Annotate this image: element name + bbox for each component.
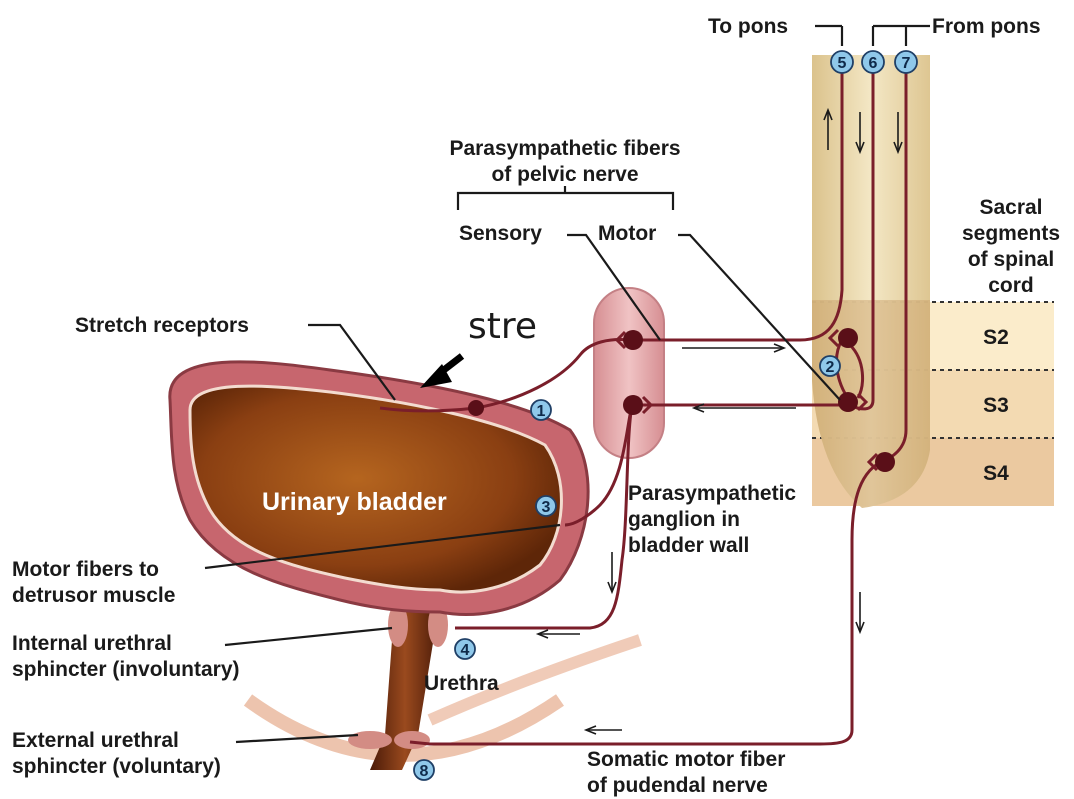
- step-marker-icon: 4: [455, 639, 475, 659]
- svg-text:7: 7: [902, 55, 911, 72]
- motor-fibers-label: detrusor muscle: [12, 584, 175, 607]
- external-sphincter-label: External urethral: [12, 729, 179, 752]
- urinary-bladder-label: Urinary bladder: [262, 488, 447, 516]
- sensory-label: Sensory: [459, 222, 542, 245]
- neuron-cell-icon: [623, 395, 643, 415]
- step-marker-icon: 8: [414, 760, 434, 780]
- step-marker-icon: 1: [531, 400, 551, 420]
- flow-arrow-icon: [608, 552, 616, 592]
- flow-arrow-icon: [538, 630, 580, 638]
- motor-label: Motor: [598, 222, 656, 245]
- internal-sphincter-label: Internal urethral: [12, 632, 172, 655]
- flow-arrow-icon: [682, 344, 784, 352]
- ganglion-label: bladder wall: [628, 534, 749, 557]
- internal-sphincter-leader: [225, 628, 392, 645]
- somatic-motor-label: Somatic motor fiber: [587, 748, 785, 771]
- svg-text:6: 6: [869, 55, 878, 72]
- motor-fibers-label: Motor fibers to: [12, 558, 159, 581]
- neuron-cell-icon: [838, 328, 858, 348]
- annotation-arrow-icon: [420, 356, 462, 388]
- ganglion-label: ganglion in: [628, 508, 740, 531]
- segment-label-s4: S4: [983, 462, 1009, 485]
- segment-label-s3: S3: [983, 394, 1009, 417]
- urethra-label: Urethra: [424, 672, 499, 695]
- ganglion-label: Parasympathetic: [628, 482, 796, 505]
- svg-text:4: 4: [461, 642, 470, 659]
- external-sphincter-label: sphincter (voluntary): [12, 755, 221, 778]
- svg-text:1: 1: [537, 403, 546, 420]
- somatic-motor-label: of pudendal nerve: [587, 774, 768, 797]
- svg-text:2: 2: [826, 359, 835, 376]
- parasympathetic-title: of pelvic nerve: [491, 163, 638, 186]
- flow-arrow-icon: [856, 592, 864, 632]
- step-marker-icon: 7: [895, 51, 917, 73]
- stretch-receptors-label: Stretch receptors: [75, 314, 249, 337]
- parasympathetic-bracket: [458, 193, 673, 210]
- sacral-segments-label: of spinal: [968, 248, 1054, 271]
- sacral-segments-label: segments: [962, 222, 1060, 245]
- svg-text:5: 5: [838, 55, 847, 72]
- svg-text:3: 3: [542, 499, 551, 516]
- step-marker-icon: 5: [831, 51, 853, 73]
- step-marker-icon: 2: [820, 356, 840, 376]
- svg-text:8: 8: [420, 763, 429, 780]
- step-marker-icon: 3: [536, 496, 556, 516]
- internal-sphincter-label: sphincter (involuntary): [12, 658, 240, 681]
- external-sphincter-shape: [394, 731, 430, 749]
- external-sphincter-shape: [348, 731, 392, 749]
- neuron-cell-icon: [468, 400, 484, 416]
- flow-arrow-icon: [586, 726, 622, 734]
- step-marker-icon: 6: [862, 51, 884, 73]
- to-pons-label: To pons: [708, 15, 788, 38]
- segment-label-s2: S2: [983, 326, 1009, 349]
- neuron-cell-icon: [838, 392, 858, 412]
- sacral-segments-label: Sacral: [979, 196, 1042, 219]
- from-pons-label: From pons: [932, 15, 1041, 38]
- sacral-segments-label: cord: [988, 274, 1034, 297]
- parasympathetic-title: Parasympathetic fibers: [449, 137, 680, 160]
- annotation-text: stre: [468, 306, 537, 347]
